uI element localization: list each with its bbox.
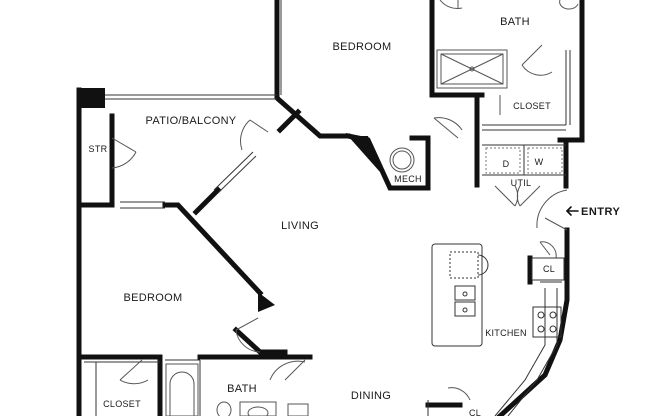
dryer-label: D: [503, 159, 510, 169]
bath-top-fixture: [559, 0, 579, 10]
bedroom-top-label: BEDROOM: [333, 41, 392, 53]
bath-top-label: BATH: [500, 16, 530, 28]
patio-balcony-label: PATIO/BALCONY: [146, 115, 237, 127]
entry-label: ENTRY: [581, 206, 621, 218]
bedroom-left-label: BEDROOM: [124, 292, 183, 304]
pantry-label: CL: [469, 408, 481, 416]
water-heater-icon: [389, 147, 415, 173]
closet-top-label: CLOSET: [513, 101, 551, 111]
bathtub-fixture: [165, 363, 199, 416]
bath-bottom-label: BATH: [227, 383, 257, 395]
coat-closet-label: CL: [543, 264, 555, 274]
arrow-left-icon: [566, 206, 579, 216]
closet-bottom-label: CLOSET: [103, 399, 141, 409]
living-label: LIVING: [281, 220, 319, 232]
dining-label: DINING: [351, 390, 391, 402]
coat-closet: [531, 257, 565, 281]
stove-icon: [532, 306, 562, 338]
storage-label: STR: [89, 144, 108, 154]
mech-label: MECH: [394, 174, 422, 184]
wall-corner-fills: [77, 88, 380, 312]
shower-fixture: [436, 49, 508, 89]
utility-label: UTIL: [511, 178, 532, 188]
washer-label: W: [535, 157, 544, 167]
kitchen-island: [431, 243, 489, 347]
washer-dryer-icon: [485, 147, 563, 174]
door-swings: [111, 0, 568, 401]
bath-bottom-fixtures: [216, 401, 309, 416]
thin-partition-lines: [84, 0, 571, 416]
kitchen-label: KITCHEN: [485, 328, 527, 338]
